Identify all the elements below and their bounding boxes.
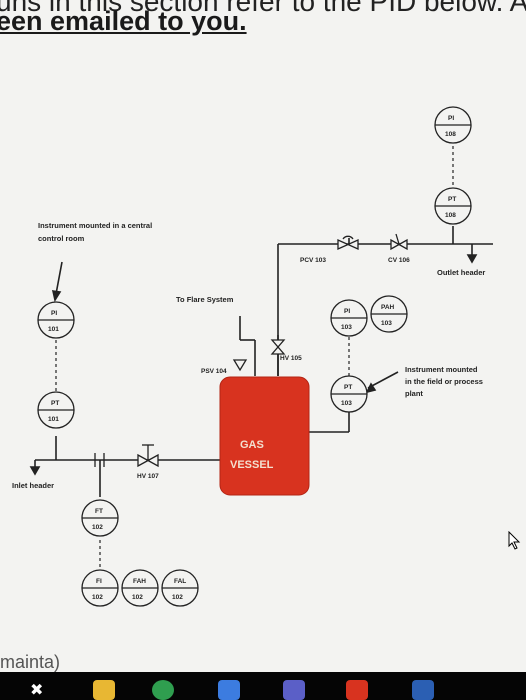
folder-icon[interactable] (93, 680, 115, 700)
note-field-line1: Instrument mounted (405, 365, 478, 374)
fi-102-top: FI (96, 578, 102, 585)
fah-102-bottom: 102 (132, 594, 143, 601)
vessel-label-vessel: VESSEL (230, 459, 274, 471)
chrome-icon[interactable] (152, 680, 174, 700)
fal-102-bottom: 102 (172, 594, 183, 601)
note-central-line1: Instrument mounted in a central (38, 221, 152, 230)
fal-102-top: FAL (174, 578, 186, 585)
pah-103-bottom: 103 (381, 320, 392, 327)
question-text-line1: uns in this section refer to the PID bel… (0, 0, 526, 17)
question-text-line2: een emailed to you. (0, 6, 247, 36)
footer-partial-text: mainta) (0, 652, 60, 672)
cv-106-valve (390, 238, 408, 251)
pi-103-top: PI (344, 308, 350, 315)
note-field-line2: in the field or process (405, 377, 483, 386)
vessel-label-gas: GAS (240, 439, 264, 451)
pcv-103-label: PCV 103 (300, 257, 326, 264)
pt-103-bottom: 103 (341, 400, 352, 407)
ft-102-bottom: 102 (92, 524, 103, 531)
gas-vessel (219, 376, 310, 496)
pt-101-top: PT (51, 400, 59, 407)
pt-101-bottom: 101 (48, 416, 59, 423)
hv-107-valve (137, 453, 159, 468)
hv-105-valve (270, 339, 286, 355)
question-header: uns in this section refer to the PID bel… (0, 0, 526, 48)
fah-102-top: FAH (133, 578, 146, 585)
cv-106-label: CV 106 (388, 257, 410, 264)
hv-107-label: HV 107 (137, 473, 159, 480)
pi-108-bottom: 108 (445, 131, 456, 138)
hv-105-label: HV 105 (280, 355, 302, 362)
pid-diagram: GAS VESSEL (0, 106, 493, 672)
fi-102-bottom: 102 (92, 594, 103, 601)
app-icon[interactable] (218, 680, 240, 700)
pi-101-bottom: 101 (48, 326, 59, 333)
taskbar: ✖ (0, 672, 526, 700)
dropbox-icon[interactable]: ✖ (30, 682, 44, 699)
pah-103-top: PAH (381, 304, 395, 311)
teams-icon[interactable] (283, 680, 305, 700)
app-red-icon[interactable] (346, 680, 368, 700)
psv-104-label: PSV 104 (201, 368, 227, 375)
outlet-header-label: Outlet header (437, 268, 485, 277)
pcv-103-valve (337, 238, 359, 251)
pt-108-bottom: 108 (445, 212, 456, 219)
mouse-cursor-icon (508, 531, 521, 550)
pt-103-top: PT (344, 384, 352, 391)
pi-103-bottom: 103 (341, 324, 352, 331)
pi-101-top: PI (51, 310, 57, 317)
pt-108-top: PT (448, 196, 456, 203)
psv-104-valve (232, 359, 248, 372)
note-central-line2: control room (38, 234, 85, 243)
note-field-line3: plant (405, 389, 423, 398)
app-blue-icon[interactable] (412, 680, 434, 700)
ft-102-top: FT (95, 508, 103, 515)
inlet-header-label: Inlet header (12, 481, 54, 490)
pi-108-top: PI (448, 115, 454, 122)
flare-label: To Flare System (176, 295, 234, 304)
